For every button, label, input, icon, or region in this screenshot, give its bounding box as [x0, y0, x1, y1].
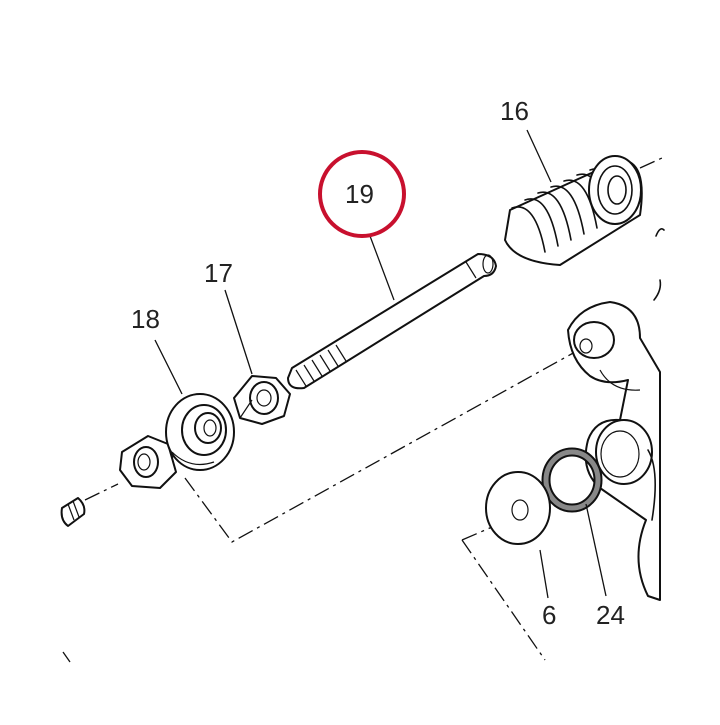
washer [485, 471, 551, 545]
callout-18: 18 [131, 304, 160, 334]
small-nut [119, 435, 177, 489]
coil-spring [504, 155, 643, 266]
callout-17: 17 [204, 258, 233, 288]
callout-16: 16 [500, 96, 529, 126]
highlight-circle [318, 150, 406, 238]
housing-bracket [567, 228, 665, 601]
stud-end [60, 497, 86, 527]
bushing [165, 393, 235, 471]
threaded-rod [287, 253, 497, 390]
o-ring [541, 447, 603, 513]
callout-6: 6 [542, 600, 556, 630]
callout-19: 19 [345, 179, 374, 209]
hex-nut [233, 375, 291, 425]
callout-24: 24 [596, 600, 625, 630]
highlighted-callout-19[interactable]: 19 [318, 150, 406, 238]
leader-lines [62, 129, 607, 663]
callout-labels: 16 17 18 6 24 [131, 96, 625, 630]
